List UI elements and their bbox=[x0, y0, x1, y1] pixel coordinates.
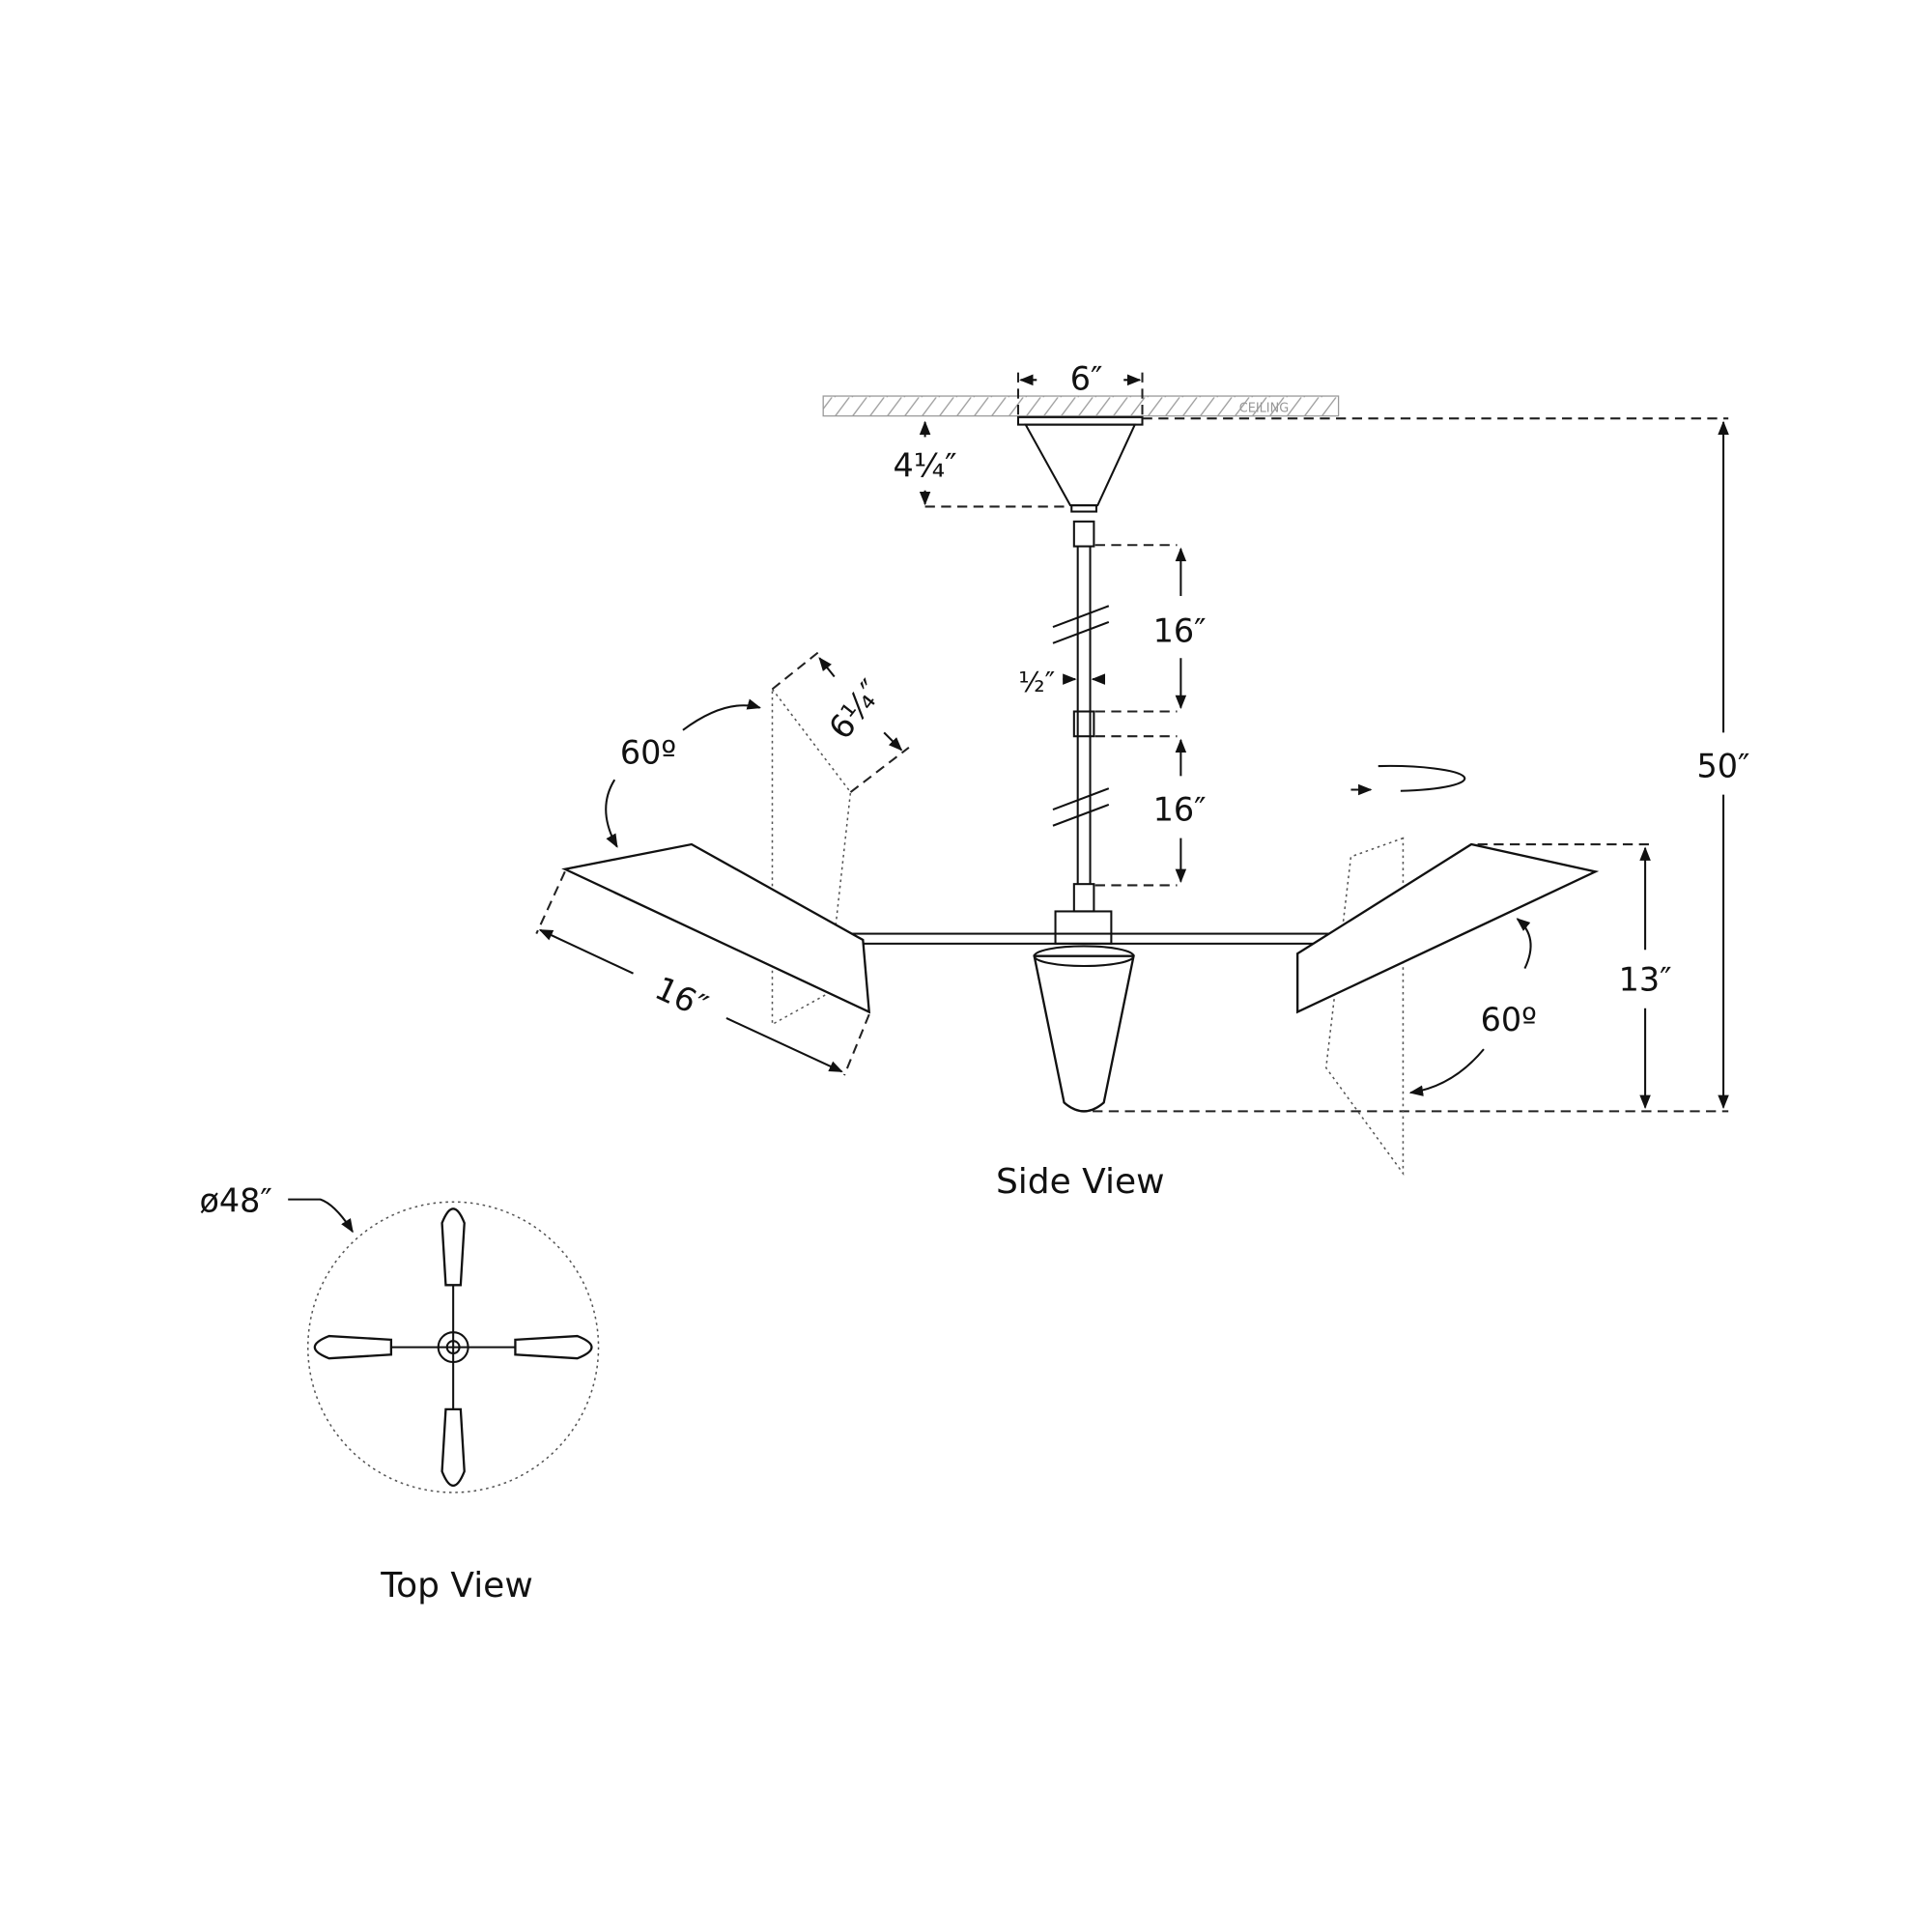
stem-lower-label: 16″ bbox=[1153, 791, 1207, 829]
shade-depth-label: 6¼″ bbox=[821, 672, 890, 746]
shade-height-label: 13″ bbox=[1619, 961, 1672, 999]
canopy-height-label: 4¼″ bbox=[894, 447, 957, 485]
diameter-label: ø48″ bbox=[199, 1181, 271, 1219]
stem-diameter-dimension: ½″ bbox=[1018, 667, 1106, 698]
stem bbox=[1052, 520, 1110, 913]
center-shade bbox=[1033, 945, 1135, 1113]
overall-height-label: 50″ bbox=[1697, 748, 1750, 785]
canopy bbox=[1016, 415, 1144, 513]
top-view bbox=[306, 1201, 600, 1493]
shade-height-dimension: 13″ bbox=[1477, 843, 1672, 1109]
shade-length-label: 16″ bbox=[649, 969, 713, 1026]
overall-height-dimension: 50″ bbox=[1697, 420, 1750, 1109]
stem-diameter-label: ½″ bbox=[1018, 667, 1055, 698]
stem-upper-label: 16″ bbox=[1153, 612, 1207, 650]
top-view-caption: Top View bbox=[380, 1566, 532, 1605]
canopy-width-dimension: 6″ bbox=[1016, 360, 1144, 419]
stem-upper-dimension: 16″ bbox=[1094, 544, 1207, 713]
side-view-caption: Side View bbox=[996, 1162, 1165, 1202]
left-angle-label: 60º bbox=[620, 733, 676, 771]
canopy-height-dimension: 4¼″ bbox=[894, 420, 1068, 508]
ceiling-label: CEILING bbox=[1239, 402, 1289, 416]
diameter-dimension: ø48″ bbox=[199, 1181, 354, 1234]
right-shade bbox=[1296, 837, 1600, 1177]
arms bbox=[828, 910, 1343, 945]
ceiling: CEILING bbox=[822, 395, 1340, 417]
right-angle-dimension: 60º bbox=[1408, 918, 1537, 1096]
right-angle-label: 60º bbox=[1481, 1001, 1537, 1038]
canopy-width-label: 6″ bbox=[1070, 360, 1103, 398]
stem-lower-dimension: 16″ bbox=[1094, 735, 1207, 887]
left-angle-dimension: 60º bbox=[605, 698, 762, 848]
rotation-indicator bbox=[1350, 764, 1466, 796]
shade-depth-dimension: 6¼″ bbox=[771, 648, 910, 793]
left-shade bbox=[561, 687, 871, 1026]
